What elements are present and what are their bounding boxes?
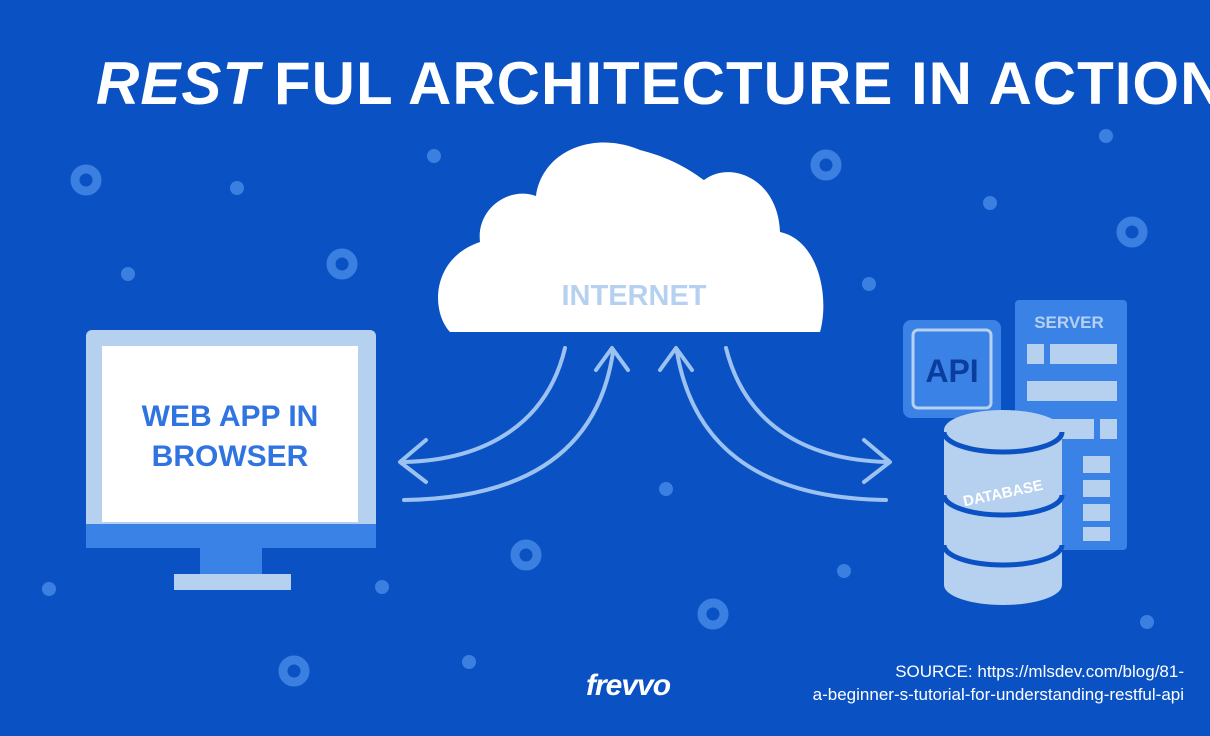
arrow-left-outer [402,346,567,464]
arrowhead-cloud-left [594,346,630,372]
api-box: API [903,320,1001,418]
frevvo-logo: frevvo [586,669,671,702]
source-citation: SOURCE: https://mlsdev.com/blog/81- a-be… [813,660,1184,706]
arrowhead-right [862,438,892,484]
api-label: API [925,353,978,389]
cloud-label: INTERNET [562,280,707,312]
arrow-right-outer [724,346,890,464]
background-rings [70,149,1148,687]
title-rest: FUL ARCHITECTURE IN ACTION [274,50,1210,117]
server-label: SERVER [1034,313,1104,332]
title-emphasis: REST [96,50,261,117]
browser-monitor: WEB APP IN BROWSER [86,330,376,590]
source-line2: a-beginner-s-tutorial-for-understanding-… [812,685,1184,704]
monitor-label-line1: WEB APP IN [142,400,319,433]
internet-cloud: INTERNET [438,142,824,332]
source-line1: SOURCE: https://mlsdev.com/blog/81- [895,662,1184,681]
arrowhead-left [398,438,428,484]
database-cylinder: DATABASE [941,410,1065,605]
arrowhead-cloud-right [658,346,694,372]
monitor-label-line2: BROWSER [152,440,309,473]
connection-arrows [398,346,892,502]
background-decor [42,129,1154,669]
arrow-left-inner [402,350,615,502]
arrow-right-inner [675,350,888,502]
